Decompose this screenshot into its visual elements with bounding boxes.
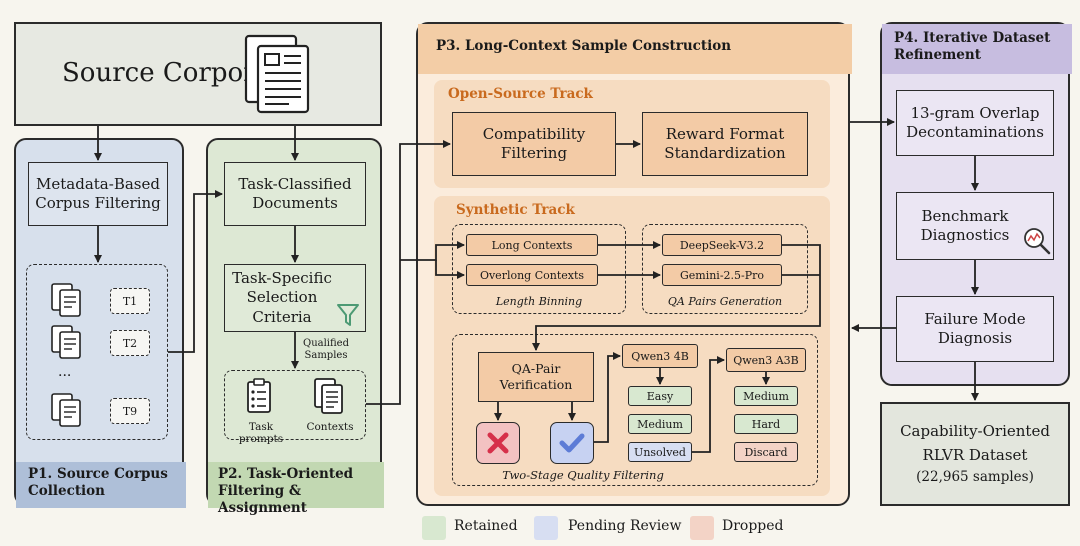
qa-generation-label: QA Pairs Generation bbox=[667, 295, 783, 308]
contexts-label: Contexts bbox=[306, 421, 354, 433]
legend-pending-label: Pending Review bbox=[568, 518, 682, 534]
doc-icon-3 bbox=[51, 393, 81, 427]
document-stack-icon bbox=[244, 34, 310, 114]
source-corpora-title: Source Corpora bbox=[62, 58, 272, 89]
contexts-doc-icon bbox=[314, 378, 343, 414]
p3-title: P3. Long-Context Sample Construction bbox=[418, 24, 852, 74]
decontamination-box: 13-gram Overlap Decontaminations bbox=[896, 90, 1054, 156]
magnifier-chart-icon bbox=[1024, 228, 1051, 255]
metadata-filter-box: Metadata-Based Corpus Filtering bbox=[28, 162, 168, 226]
benchmark-diagnostics-box: Benchmark Diagnostics bbox=[896, 192, 1054, 260]
output-line2: RLVR Dataset bbox=[922, 446, 1028, 465]
long-contexts-chip: Long Contexts bbox=[466, 234, 598, 256]
task-criteria-box: Task-Specific Selection Criteria bbox=[224, 264, 366, 332]
output-line1: Capability-Oriented bbox=[900, 422, 1050, 441]
qualified-samples-label: Qualified Samples bbox=[303, 338, 349, 361]
p1-title: P1. Source Corpus Collection bbox=[16, 462, 186, 508]
legend-dropped-label: Dropped bbox=[722, 518, 784, 534]
tag-t2: T2 bbox=[110, 330, 150, 356]
length-binning-label: Length Binning bbox=[495, 295, 583, 308]
deepseek-chip: DeepSeek-V3.2 bbox=[662, 234, 782, 256]
medium-chip-1: Medium bbox=[628, 414, 692, 434]
source-corpora-box: Source Corpora bbox=[14, 22, 382, 126]
unsolved-chip: Unsolved bbox=[628, 442, 692, 462]
qwen-4b-chip: Qwen3 4B bbox=[622, 344, 698, 368]
open-source-track-label: Open-Source Track bbox=[448, 86, 593, 102]
output-line3: (22,965 samples) bbox=[916, 469, 1034, 486]
legend-pending-swatch bbox=[534, 516, 558, 540]
discard-chip: Discard bbox=[734, 442, 798, 462]
doc-icon-1 bbox=[51, 283, 81, 317]
tag-ellipsis: ... bbox=[58, 364, 72, 380]
compatibility-filtering-box: Compatibility Filtering bbox=[452, 112, 616, 176]
failure-mode-box: Failure Mode Diagnosis bbox=[896, 296, 1054, 362]
check-icon bbox=[550, 422, 594, 464]
reward-format-box: Reward Format Standardization bbox=[642, 112, 808, 176]
qwen-a3b-chip: Qwen3 A3B bbox=[726, 348, 806, 372]
tag-t1: T1 bbox=[110, 288, 150, 314]
hard-chip: Hard bbox=[734, 414, 798, 434]
synthetic-track-label: Synthetic Track bbox=[456, 202, 575, 218]
p2-title: P2. Task-Oriented Filtering & Assignment bbox=[208, 462, 384, 516]
gemini-chip: Gemini-2.5-Pro bbox=[662, 264, 782, 286]
p2-output-group bbox=[224, 370, 366, 440]
p1-corpus-group bbox=[26, 264, 168, 440]
easy-chip: Easy bbox=[628, 386, 692, 406]
filter-funnel-icon bbox=[337, 304, 359, 326]
overlong-contexts-chip: Overlong Contexts bbox=[466, 264, 598, 286]
legend-retained-swatch bbox=[422, 516, 446, 540]
two-stage-label: Two-Stage Quality Filtering bbox=[502, 468, 664, 482]
output-dataset-box: Capability-Oriented RLVR Dataset (22,965… bbox=[880, 402, 1070, 506]
legend-dropped-swatch bbox=[690, 516, 714, 540]
task-classified-box: Task-Classified Documents bbox=[224, 162, 366, 226]
clipboard-icon bbox=[247, 378, 271, 413]
cross-icon bbox=[476, 422, 520, 464]
doc-icon-2 bbox=[51, 325, 81, 359]
qa-verification-box: QA-Pair Verification bbox=[478, 352, 594, 402]
legend-retained-label: Retained bbox=[454, 518, 518, 534]
tag-t9: T9 bbox=[110, 398, 150, 424]
task-prompts-label: Task prompts bbox=[238, 421, 284, 445]
p1-doc-icons bbox=[46, 280, 94, 430]
p4-title: P4. Iterative Dataset Refinement bbox=[882, 24, 1072, 74]
medium-chip-2: Medium bbox=[734, 386, 798, 406]
